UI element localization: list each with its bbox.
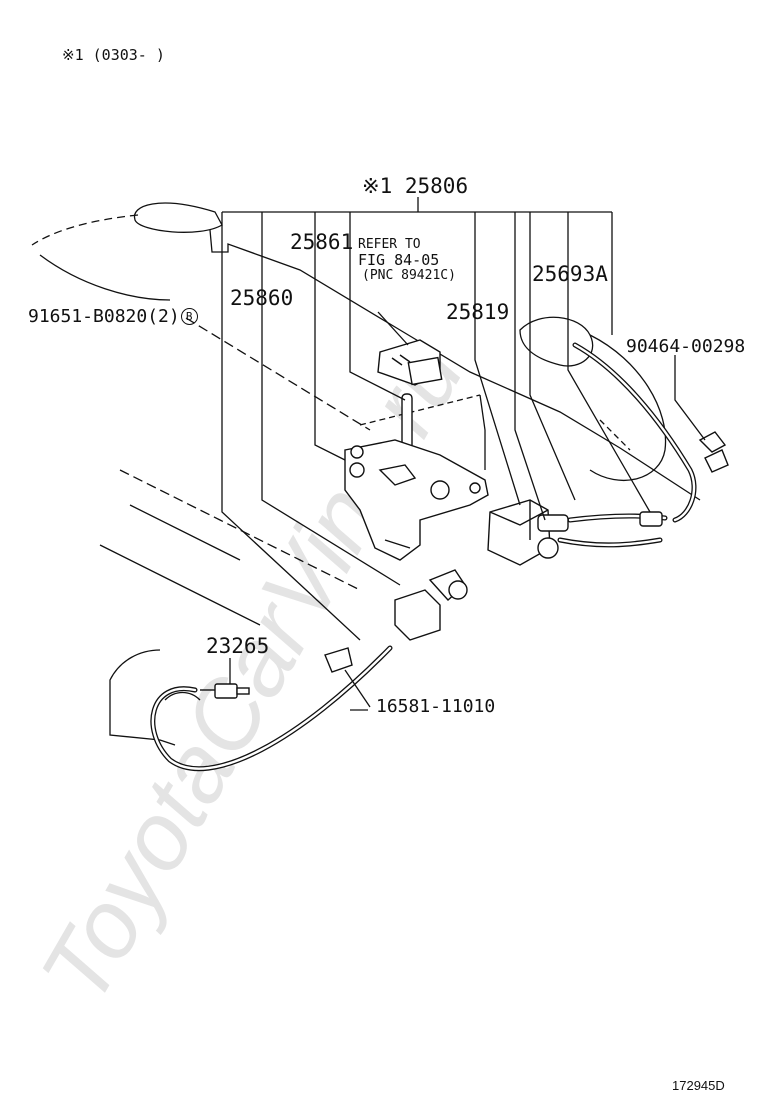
svg-text:ToyotaCarVine.ru: ToyotaCarVine.ru bbox=[21, 325, 485, 1021]
label-25860: 25860 bbox=[230, 286, 294, 310]
vacuum-sensor bbox=[200, 683, 250, 699]
hose-clip bbox=[324, 647, 353, 673]
label-16581-11010: 16581-11010 bbox=[376, 696, 496, 717]
vsv-bracket bbox=[344, 439, 489, 561]
header-note: ※1 (0303- ) bbox=[62, 46, 165, 64]
hose-clamp-right bbox=[698, 431, 729, 473]
label-assy-25806: ※1 25806 bbox=[362, 174, 469, 198]
watermark: ToyotaCarVine.ru bbox=[21, 325, 485, 1021]
label-25819: 25819 bbox=[446, 300, 510, 324]
label-refer-line3: (PNC 89421C) bbox=[362, 268, 456, 283]
vsv-valve bbox=[487, 499, 569, 566]
label-90464-00298: 90464-00298 bbox=[626, 336, 746, 357]
label-refer-line1: REFER TO bbox=[358, 237, 421, 252]
label-bolt-text: 91651-B0820(2) bbox=[28, 306, 180, 327]
figure-code: 172945D bbox=[672, 1078, 725, 1093]
label-refer-line2: FIG 84-05 bbox=[358, 251, 440, 269]
vsv-lower bbox=[394, 569, 468, 641]
label-bolt-91651: 91651-B0820(2)B bbox=[28, 306, 198, 327]
label-23265: 23265 bbox=[206, 634, 270, 658]
components bbox=[200, 339, 729, 699]
circle-b-marker: B bbox=[180, 308, 198, 325]
leader-lines bbox=[185, 197, 706, 711]
label-25693A: 25693A bbox=[532, 262, 608, 286]
electrical-connector bbox=[377, 339, 443, 386]
label-25861: 25861 bbox=[290, 230, 354, 254]
